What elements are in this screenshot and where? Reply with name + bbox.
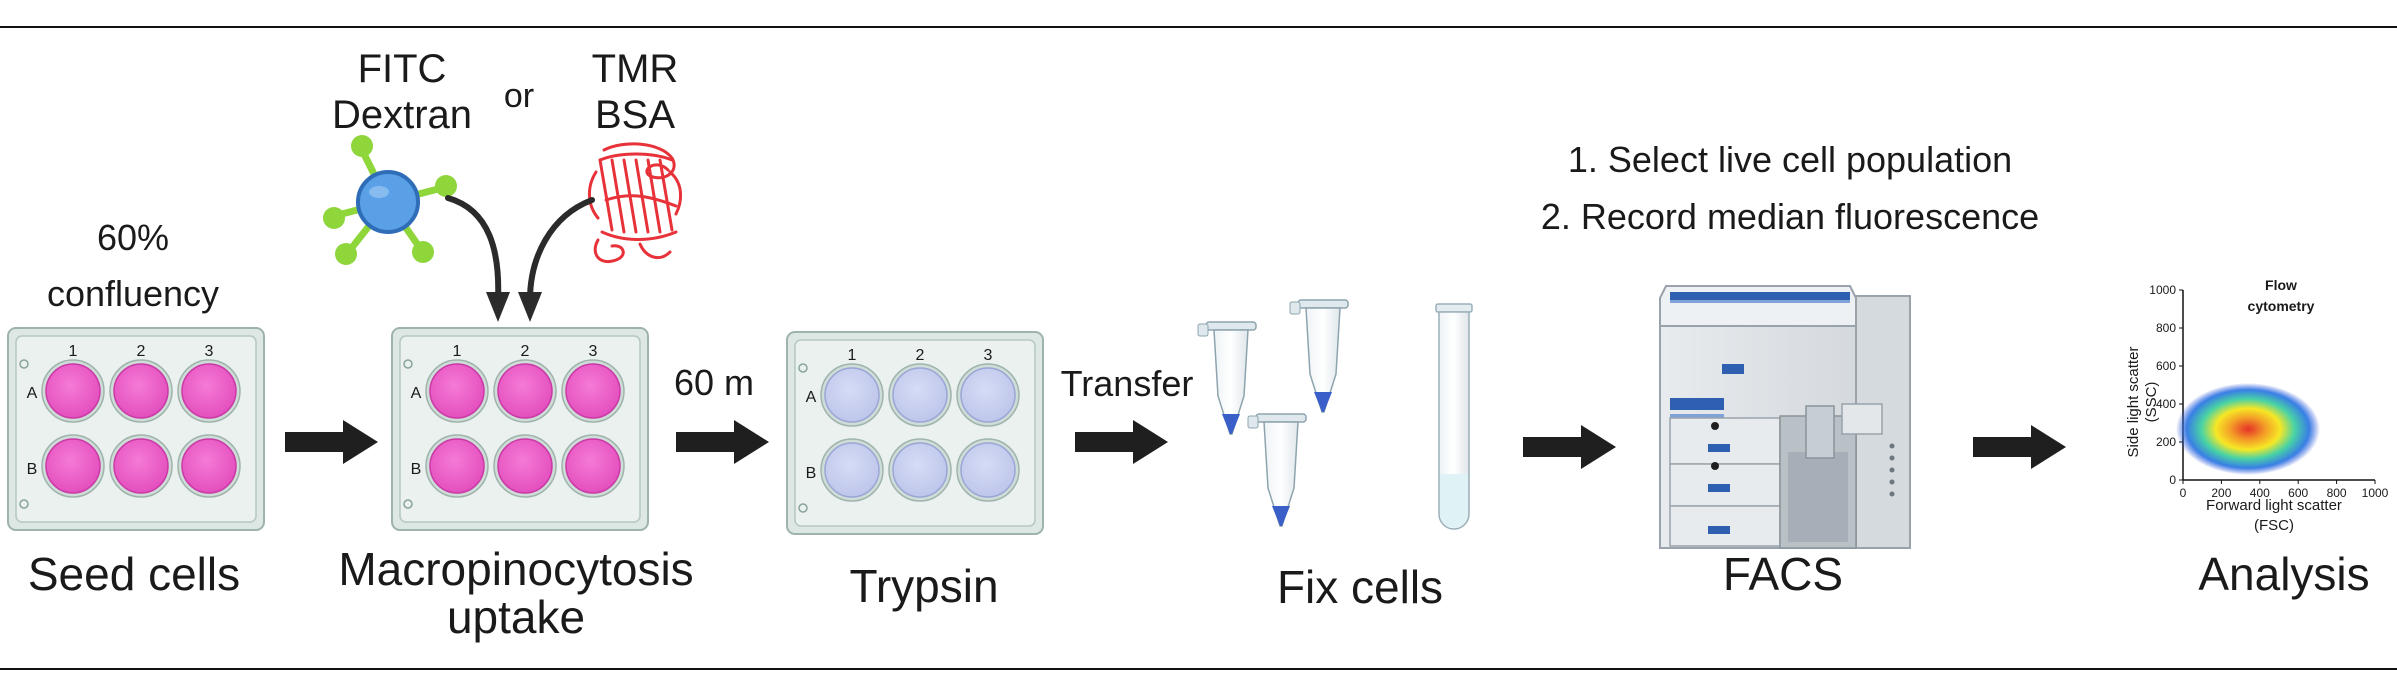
- flow-plot-y-tick-label: 1000: [2149, 283, 2176, 297]
- well-A2: [892, 367, 948, 423]
- flow-plot-xlabel-line2: (FSC): [2254, 517, 2294, 534]
- plate1-col-2: 2: [137, 343, 146, 360]
- well-B3: [565, 438, 621, 494]
- arrow-fitc-to-plate: [445, 195, 502, 303]
- well-B2: [497, 438, 553, 494]
- confluency-percent: 60%: [97, 217, 169, 258]
- plate2-wells: [425, 359, 625, 498]
- flow-plot-ylabel-line2: (SSC): [2143, 382, 2160, 423]
- or-label: or: [504, 77, 534, 115]
- flow-plot-x-tick-label: 200: [2211, 486, 2231, 500]
- bsa-label: BSA: [595, 93, 675, 137]
- plate2-col-3: 3: [589, 343, 598, 360]
- well-plate-uptake: 1 2 3 A B: [391, 327, 649, 531]
- fitc-dextran-molecule-icon: [323, 135, 457, 265]
- flow-plot-title-line1: Flow: [2265, 277, 2297, 293]
- plate3-row-b: B: [806, 465, 817, 482]
- plate3-col-2: 2: [916, 347, 925, 364]
- step-label-facs: FACS: [1723, 548, 1843, 600]
- arrow-right-2: [676, 420, 769, 464]
- tmr-bsa-protein-icon: [588, 142, 682, 263]
- well-B2: [113, 438, 169, 494]
- well-B1: [824, 442, 880, 498]
- plate2-row-b: B: [411, 461, 422, 478]
- well-A1: [45, 363, 101, 419]
- well-A3: [181, 363, 237, 419]
- microcentrifuge-tube-2-icon: [1289, 299, 1349, 413]
- step-label-seed-cells: Seed cells: [28, 548, 240, 600]
- facs-machine-icon: [1659, 285, 1911, 549]
- dextran-label: Dextran: [332, 93, 472, 137]
- plate3-col-1: 1: [848, 347, 857, 364]
- step-label-macropinocytosis: Macropinocytosis: [338, 543, 693, 595]
- plate1-col-3: 3: [205, 343, 214, 360]
- arrowhead-fitc: [486, 292, 510, 322]
- well-A3: [565, 363, 621, 419]
- flow-plot-y-tick-label: 600: [2156, 359, 2176, 373]
- plate3-wells: [820, 363, 1020, 502]
- transfer-label: Transfer: [1061, 363, 1194, 404]
- flow-plot-x-tick-label: 600: [2288, 486, 2308, 500]
- arrowhead-bsa: [518, 292, 542, 322]
- flow-plot-y-tick-label: 200: [2156, 435, 2176, 449]
- flow-plot-title-line2: cytometry: [2248, 298, 2315, 314]
- flow-plot-x-tick-label: 1000: [2362, 486, 2389, 500]
- well-A3: [960, 367, 1016, 423]
- arrow-right-5: [1973, 425, 2066, 469]
- arrow-right-4: [1523, 425, 1616, 469]
- flow-plot-ylabel-line1: Side light scatter: [2125, 347, 2142, 458]
- well-plate-seed: 1 2 3 A B: [7, 327, 265, 531]
- flow-plot-y-tick-label: 0: [2169, 473, 2176, 487]
- instruction-select: 1. Select live cell population: [1568, 139, 2012, 180]
- well-B3: [960, 442, 1016, 498]
- plate1-col-1: 1: [69, 343, 78, 360]
- fixation-test-tube-icon: [1435, 303, 1473, 530]
- flow-cytometry-plot: 0 200 400 600 800 1000 0 200 400 600 800 1000 Flow…: [2125, 277, 2389, 534]
- flow-plot-x-tick-label: 0: [2180, 486, 2187, 500]
- well-A1: [824, 367, 880, 423]
- plate2-col-2: 2: [521, 343, 530, 360]
- plate1-row-b: B: [27, 461, 38, 478]
- well-B2: [892, 442, 948, 498]
- fitc-label: FITC: [358, 47, 447, 91]
- flow-plot-density-cloud: [2176, 383, 2320, 475]
- arrow-right-3: [1075, 420, 1168, 464]
- plate1-wells: [41, 359, 241, 498]
- step-label-trypsin: Trypsin: [849, 560, 998, 612]
- arrow-right-1: [285, 420, 378, 464]
- plate1-row-a: A: [27, 385, 38, 402]
- flow-plot-x-tick-label: 400: [2250, 486, 2270, 500]
- microcentrifuge-tube-1-icon: [1197, 321, 1257, 435]
- step-label-fix-cells: Fix cells: [1277, 561, 1443, 613]
- confluency-word: confluency: [47, 273, 219, 314]
- flow-plot-y-tick-label: 400: [2156, 397, 2176, 411]
- flow-plot-x-tick-label: 800: [2327, 486, 2347, 500]
- microcentrifuge-tube-3-icon: [1247, 413, 1307, 527]
- time-label: 60 m: [674, 362, 754, 403]
- plate2-row-a: A: [411, 385, 422, 402]
- flow-plot-y-tick-label: 800: [2156, 321, 2176, 335]
- plate3-row-a: A: [806, 389, 817, 406]
- plate3-col-3: 3: [984, 347, 993, 364]
- step-label-analysis: Analysis: [2198, 548, 2369, 600]
- arrow-bsa-to-plate: [527, 197, 595, 303]
- well-A2: [497, 363, 553, 419]
- step-label-uptake: uptake: [447, 591, 585, 643]
- well-B1: [45, 438, 101, 494]
- well-B3: [181, 438, 237, 494]
- well-B1: [429, 438, 485, 494]
- well-plate-trypsin: 1 2 3 A B: [786, 331, 1044, 535]
- plate2-col-1: 1: [453, 343, 462, 360]
- well-A2: [113, 363, 169, 419]
- instruction-record: 2. Record median fluorescence: [1541, 196, 2039, 237]
- tmr-label: TMR: [592, 47, 679, 91]
- well-A1: [429, 363, 485, 419]
- flow-plot-xlabel-line1: Forward light scatter: [2206, 497, 2342, 514]
